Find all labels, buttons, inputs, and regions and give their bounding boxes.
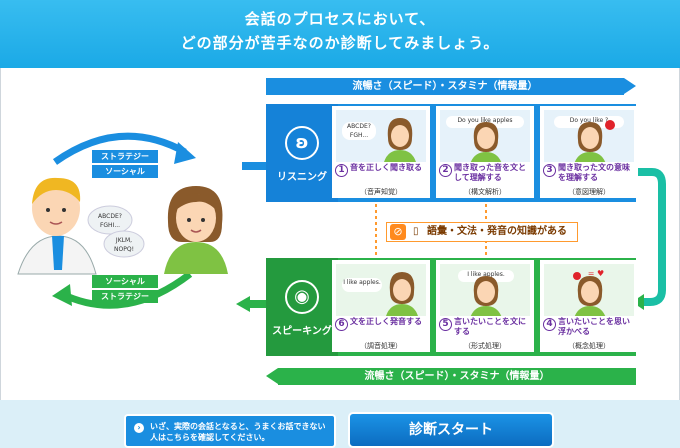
step-title: 文を正しく発音する [350,317,422,326]
equals-heart-text: = ♥ [587,269,605,278]
listening-label-box: ʚ リスニング [266,104,338,202]
card-image: I like apples. [440,264,530,316]
listening-label: リスニング [277,172,327,183]
step-title: 聞き取った文の意味を理解する [558,163,630,182]
help-link-text: いざ、実際の会話となると、うまくお話できない人はこちらを確認してください。 [150,422,326,442]
start-diagnosis-button[interactable]: 診断スタート [348,412,554,448]
step-title: 聞き取った音を文として理解する [454,163,526,182]
woman-listening-image [384,118,416,162]
woman-speaking-image [470,276,502,316]
woman-listening-image [470,122,502,162]
ear-icon: ʚ [285,126,319,160]
card-image: ABCDE? FGH... [336,110,426,162]
book-icon: ▯ [413,226,419,237]
cycle-arrow-top [52,132,187,165]
step-number: 5 [439,318,452,331]
step-title: 言いたいことを思い浮かべる [558,317,630,336]
card-speaking-5: I like apples. 5 言いたいことを文にする （形式処理） [436,260,534,352]
step-subtitle: （調音処理） [360,342,402,350]
step-title: 言いたいことを文にする [454,317,526,336]
speaking-label-box: ◉ スピーキング [266,258,338,356]
knowledge-box: ▯ 語彙・文法・発音の知識がある [386,222,578,242]
card-image: = ♥ [544,264,634,316]
card-image: Do you like apples [440,110,530,162]
chevron-right-icon: › [134,423,144,433]
card-bubble: Do you like apples [446,116,524,128]
header-title-line1: 会話のプロセスにおいて、 [244,10,436,28]
speaking-label: スピーキング [272,326,332,337]
footer-area [0,400,680,448]
step-number: 6 [335,318,348,331]
help-link-box[interactable]: › いざ、実際の会話となると、うまくお話できない人はこちらを確認してください。 [124,414,336,448]
man-bubble-1-text: ABCDE? FGHI... [98,213,122,229]
card-image: I like apples. [336,264,426,316]
apple-icon [573,272,581,280]
woman-figure [164,186,228,274]
loop-arrow-right [636,168,666,306]
woman-speaking-image [574,276,606,316]
tag-strategy-top: ストラテジー [92,150,158,163]
step-number: 2 [439,164,452,177]
card-bubble: I like apples. [342,278,382,292]
step-number: 4 [543,318,556,331]
man-bubble-2 [103,230,145,258]
card-listening-1: ABCDE? FGH... 1 音を正しく聞き取る （音声知覚） [332,106,430,198]
cycle-arrow-bottom [60,271,193,309]
card-bubble: ABCDE? FGH... [342,122,376,140]
card-speaking-6: I like apples. 6 文を正しく発音する （調音処理） [332,260,430,352]
man-bubble-1 [87,205,133,235]
step-subtitle: （形式処理） [464,342,506,350]
lips-icon: ◉ [285,280,319,314]
knowledge-label: 語彙・文法・発音の知識がある [427,226,567,237]
apple-icon [605,120,615,130]
header-banner: 会話のプロセスにおいて、 どの部分が苦手なのか診断してみましょう。 [0,0,680,68]
card-image: Do you like ? [544,110,634,162]
man-figure [17,177,97,275]
step-subtitle: （構文解析） [464,188,506,196]
card-listening-3: Do you like ? 3 聞き取った文の意味を理解する （意図理解） [540,106,638,198]
woman-speaking-image [386,272,418,316]
step-subtitle: （音声知覚） [360,188,402,196]
process-flow-arrows [236,78,666,384]
compass-icon: ⊘ [390,224,406,240]
woman-listening-image [574,122,606,162]
tag-social-top: ソーシャル [92,165,158,178]
step-title: 音を正しく聞き取る [350,163,422,172]
step-number: 1 [335,164,348,177]
tag-strategy-bottom: ストラテジー [92,290,158,303]
fluency-bar-top: 流暢さ（スピード）・スタミナ（情報量） [266,78,624,95]
header-title-line2: どの部分が苦手なのか診断してみましょう。 [180,34,500,52]
step-subtitle: （意図理解） [568,188,610,196]
fluency-bar-bottom: 流暢さ（スピード）・スタミナ（情報量） [278,368,636,385]
man-bubble-2-text: JKLM, NOPQ! [114,237,134,253]
step-subtitle: （概念処理） [568,342,610,350]
tag-social-bottom: ソーシャル [92,275,158,288]
step-number: 3 [543,164,556,177]
card-speaking-4: = ♥ 4 言いたいことを思い浮かべる （概念処理） [540,260,638,352]
card-listening-2: Do you like apples 2 聞き取った音を文として理解する （構文… [436,106,534,198]
conversation-illustration [17,132,228,309]
